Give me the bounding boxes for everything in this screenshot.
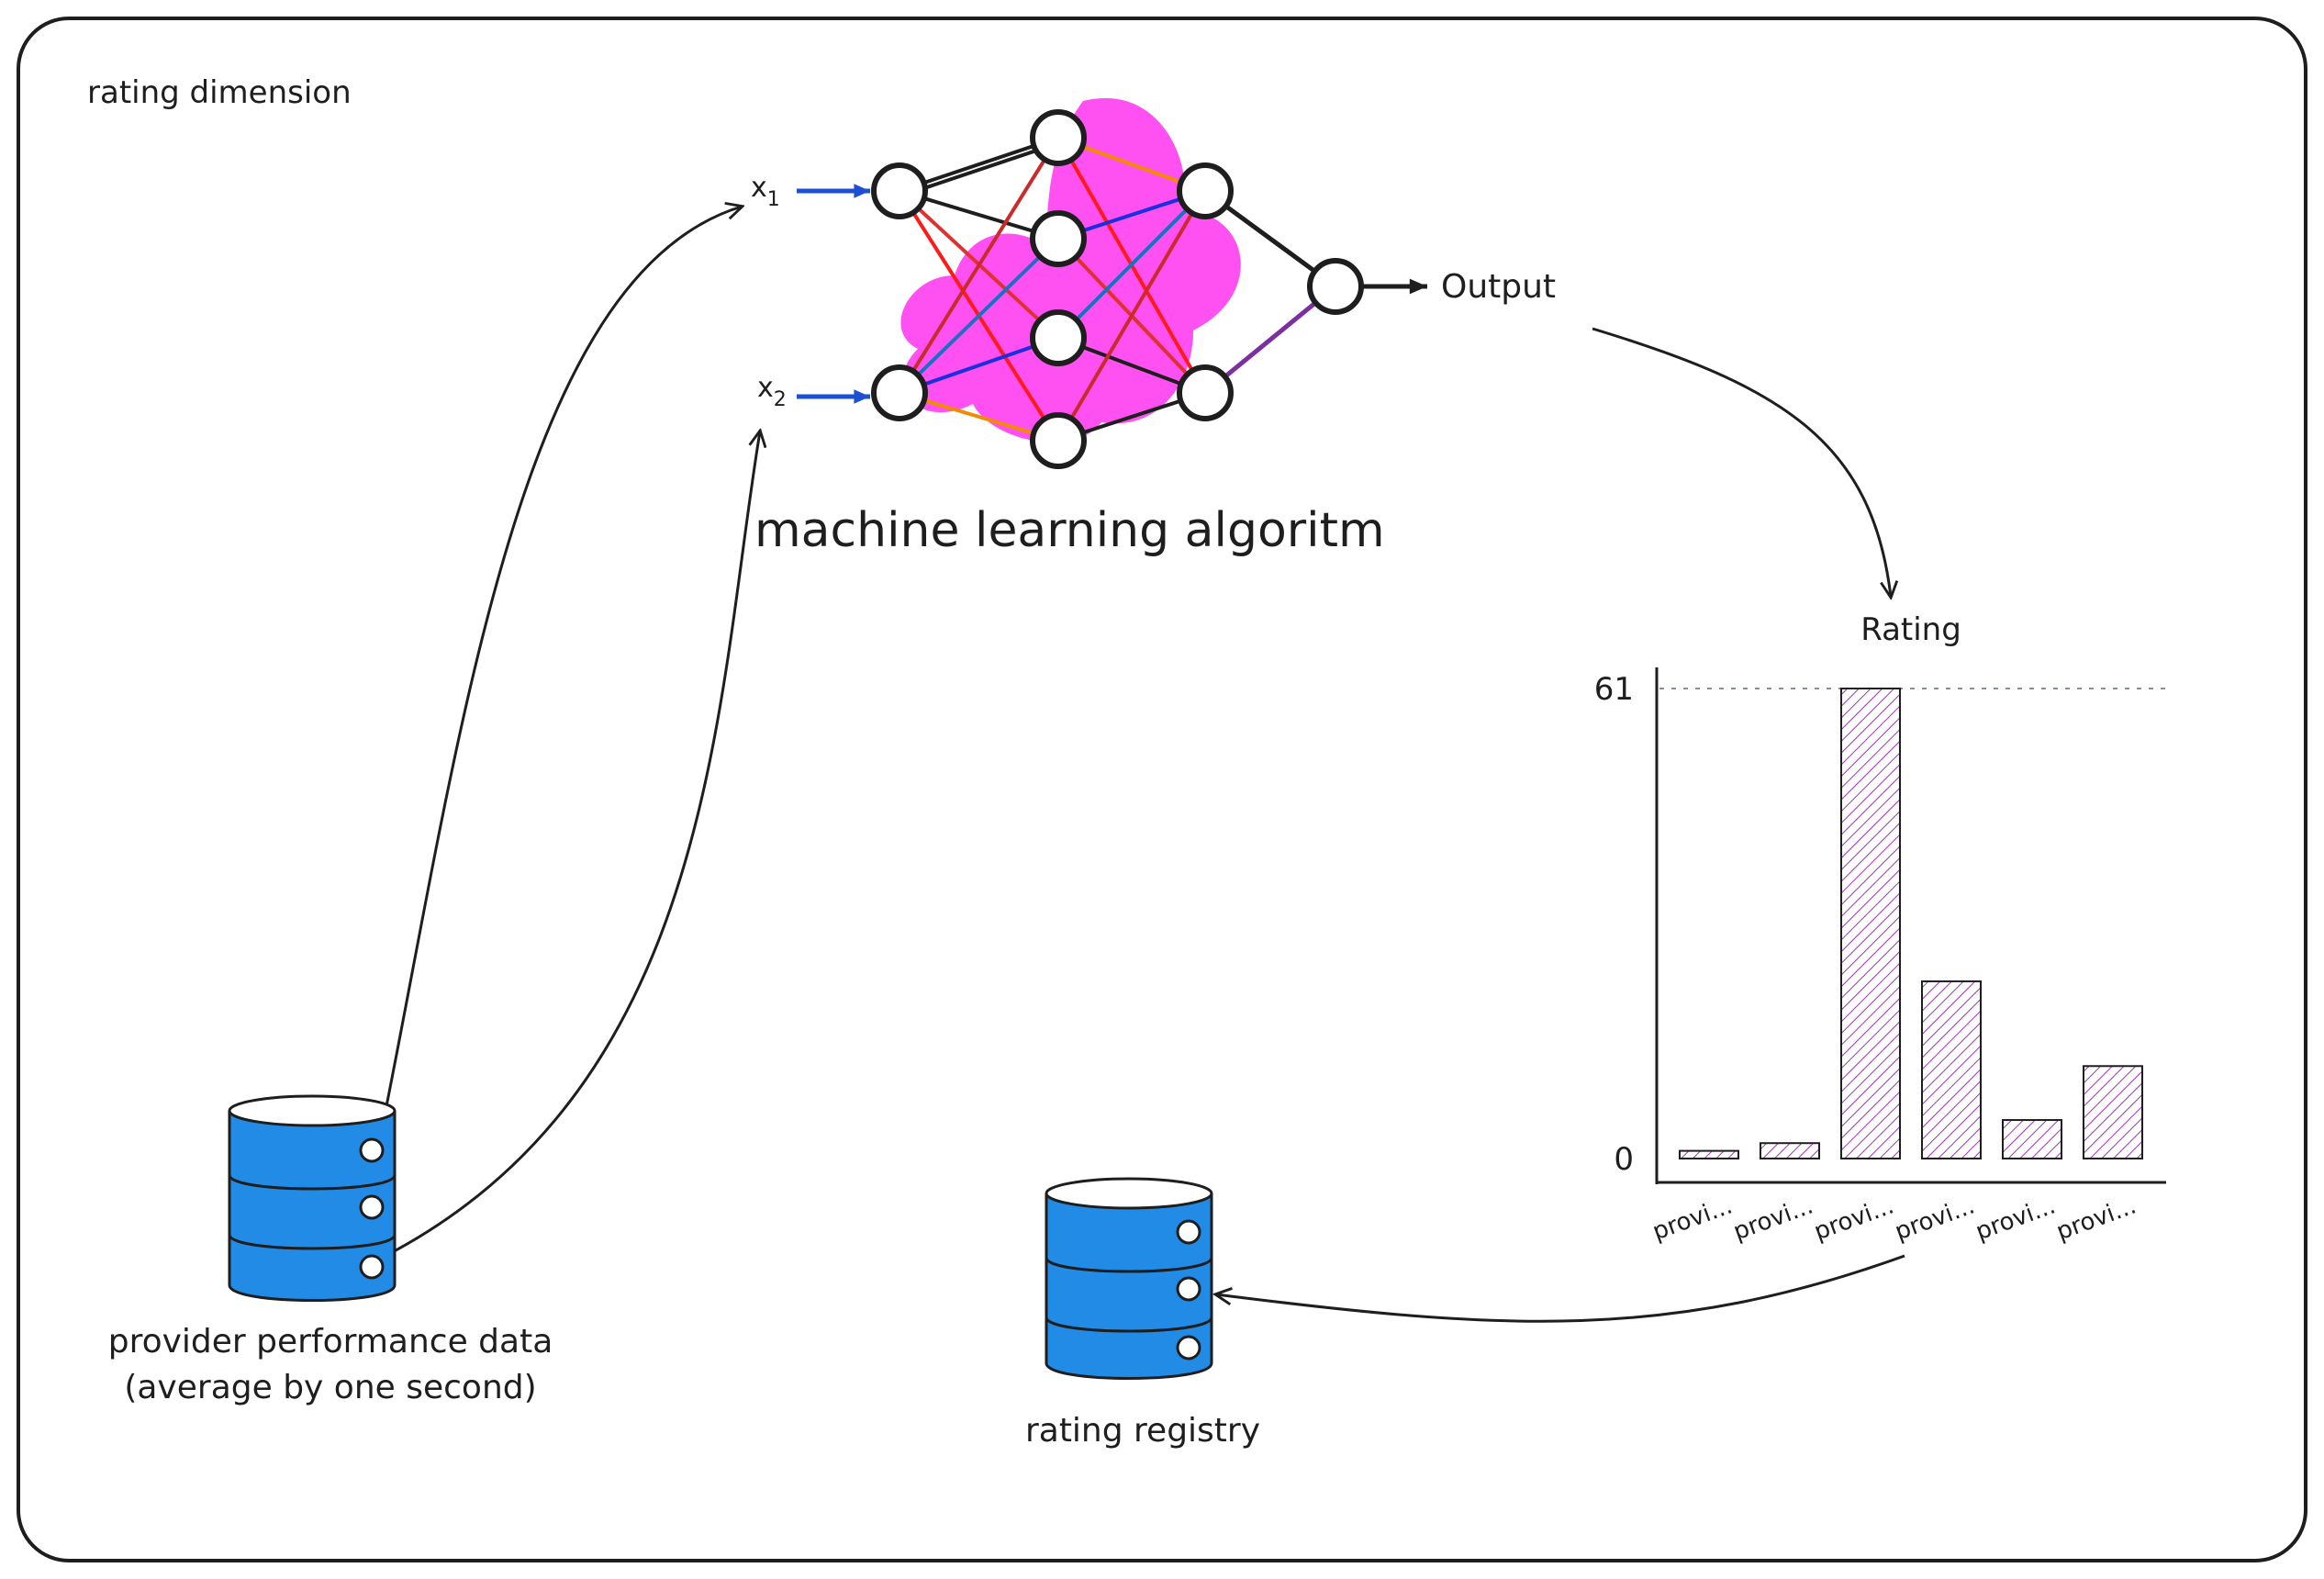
bar-4 bbox=[1921, 980, 1982, 1159]
input-node-2 bbox=[871, 364, 928, 421]
bar-6 bbox=[2083, 1065, 2143, 1159]
hidden-node-4 bbox=[1030, 412, 1087, 469]
x-tick-label-3: provi... bbox=[1811, 1192, 1898, 1246]
arrow-db-to-x2 bbox=[385, 431, 760, 1258]
output-node bbox=[1307, 258, 1364, 315]
source-database-label-line2: (average by one second) bbox=[124, 1369, 536, 1406]
network-label: machine learning algoritm bbox=[754, 503, 1385, 558]
x-tick-label-2: provi... bbox=[1730, 1192, 1817, 1246]
source-database-label-line1: provider performance data bbox=[108, 1323, 553, 1361]
source-database-icon bbox=[228, 1094, 397, 1302]
hidden-node-6 bbox=[1177, 364, 1234, 421]
bar-1 bbox=[1679, 1149, 1739, 1160]
flow-arrows bbox=[376, 207, 1905, 1323]
arrow-output-to-rating bbox=[1592, 327, 1891, 597]
network-nodes bbox=[871, 109, 1364, 469]
bar-5 bbox=[2002, 1119, 2062, 1160]
registry-database-label: rating registry bbox=[1025, 1412, 1260, 1450]
input-label-1: x1 bbox=[751, 172, 780, 211]
hidden-node-3 bbox=[1030, 309, 1087, 366]
frame-border bbox=[17, 17, 2307, 1562]
arrow-chart-to-registry bbox=[1216, 1254, 1905, 1323]
chart-title: Rating bbox=[1860, 611, 1961, 648]
x-tick-label-1: provi... bbox=[1649, 1192, 1737, 1246]
network-highlight-blob bbox=[900, 97, 1241, 442]
bar-3 bbox=[1840, 688, 1901, 1159]
y-tick-label-min: 0 bbox=[1614, 1141, 1634, 1178]
x-tick-label-6: provi... bbox=[2053, 1192, 2140, 1246]
x-tick-label-4: provi... bbox=[1892, 1192, 1979, 1246]
output-label: Output bbox=[1441, 268, 1556, 306]
hidden-node-2 bbox=[1030, 210, 1087, 267]
hidden-node-5 bbox=[1177, 162, 1234, 219]
rating-bar-chart: Rating 0 61 provi...provi...provi...prov… bbox=[1594, 611, 2166, 1246]
input-node-1 bbox=[871, 162, 928, 219]
y-tick-label-max: 61 bbox=[1594, 671, 1634, 708]
x-tick-label-5: provi... bbox=[1972, 1192, 2060, 1246]
bar-2 bbox=[1760, 1142, 1820, 1160]
registry-database-icon bbox=[1045, 1177, 1213, 1380]
arrow-db-to-x1 bbox=[376, 207, 742, 1148]
input-label-2: x2 bbox=[757, 372, 787, 411]
hidden-node-1 bbox=[1030, 109, 1087, 166]
frame-label: rating dimension bbox=[87, 74, 352, 111]
